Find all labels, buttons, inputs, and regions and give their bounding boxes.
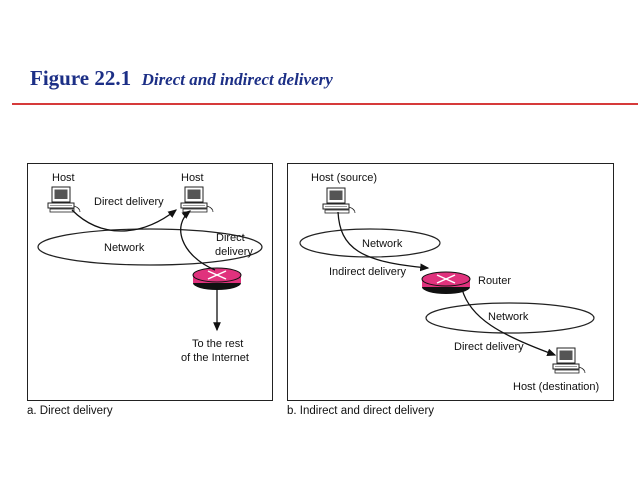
host-right-label: Host <box>181 172 204 184</box>
network-bottom-label: Network <box>488 311 529 323</box>
direct-delivery-label-b: Direct delivery <box>454 341 524 353</box>
indirect-delivery-label: Indirect delivery <box>329 266 407 278</box>
panel-a: Host Host Direct delivery Network Direct… <box>37 172 263 364</box>
panel-b: Host (source) Network Indirect delivery … <box>299 172 599 393</box>
panel-a-caption: a. Direct delivery <box>27 405 113 417</box>
network-ellipse-a <box>37 228 263 266</box>
host-left-label: Host <box>52 172 75 184</box>
router-label: Router <box>478 275 511 287</box>
network-label-a: Network <box>104 242 145 254</box>
router-a-icon <box>192 267 242 291</box>
rest-of-internet-line2: of the Internet <box>181 352 249 364</box>
direct-delivery-arrow-a <box>71 209 178 232</box>
title-rule <box>12 103 638 105</box>
figure-number: Figure 22.1 <box>30 66 132 90</box>
host-source-computer-icon <box>322 187 356 214</box>
figure-title: Direct and indirect delivery <box>141 70 333 89</box>
host-right-computer-icon <box>180 186 214 213</box>
figure-heading: Figure 22.1 Direct and indirect delivery <box>30 66 333 91</box>
direct-delivery-label-a: Direct delivery <box>94 196 164 208</box>
host-destination-label: Host (destination) <box>513 381 599 393</box>
direct-delivery-arrow-b <box>461 288 557 356</box>
network-bottom-ellipse <box>425 302 595 334</box>
direct-delivery-router-arrow-a <box>180 210 216 271</box>
host-destination-computer-icon <box>552 347 586 374</box>
network-top-label: Network <box>362 238 403 250</box>
host-source-label: Host (source) <box>311 172 377 184</box>
rest-of-internet-line1: To the rest <box>192 338 243 350</box>
host-left-computer-icon <box>47 186 81 213</box>
direct-delivery-router-line2: delivery <box>215 246 253 258</box>
panel-b-caption: b. Indirect and direct delivery <box>287 405 435 417</box>
indirect-delivery-arrow <box>337 211 430 272</box>
direct-delivery-router-line1: Direct <box>216 232 245 244</box>
